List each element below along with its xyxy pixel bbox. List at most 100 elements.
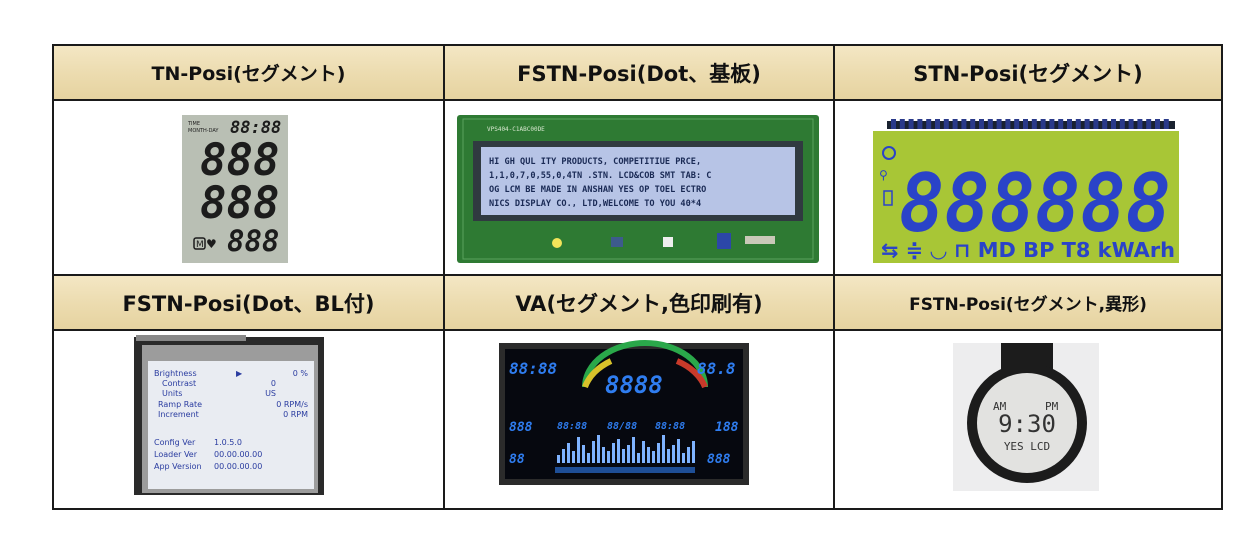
va-bar <box>567 443 570 463</box>
va-bar <box>677 439 680 463</box>
menu-contrast-value: 0 <box>271 379 276 388</box>
va-mid-a: 88:88 <box>557 421 587 432</box>
header-tn-posi-segment: TN-Posi(セグメント) <box>54 46 445 101</box>
menu-increment-value: 0 RPM <box>283 410 308 419</box>
battery-icon <box>883 190 893 206</box>
va-bar <box>682 453 685 463</box>
menu-brightness-value: 0 % <box>293 369 309 378</box>
stn-segment-lcd-photo: ⚲ 888888 ⇆ ≑ ◡ ⊓ MD BP T8 kWArh <box>835 101 1221 276</box>
tn-small-digits: 888 <box>227 224 279 258</box>
stn-pin <box>961 119 967 129</box>
stn-pin <box>1128 119 1134 129</box>
stn-pin <box>1075 119 1081 129</box>
info-app-label: App Version <box>154 462 202 471</box>
menu-contrast-label: Contrast <box>162 379 196 388</box>
stn-pin <box>1049 119 1055 129</box>
stn-pin <box>1093 119 1099 129</box>
va-bar <box>687 447 690 463</box>
va-bar <box>592 441 595 463</box>
stn-pin <box>899 119 905 129</box>
fstn-round-segment-lcd-photo: AM PM 9:30 YES LCD <box>835 331 1221 508</box>
menu-brightness-label: Brightness <box>154 369 197 378</box>
menu-brightness-arrow: ▶ <box>236 369 243 378</box>
header-stn-posi-segment: STN-Posi(セグメント) <box>835 46 1221 101</box>
va-bar <box>577 437 580 463</box>
stn-icon-row: ⇆ ≑ ◡ ⊓ MD BP T8 kWArh <box>881 238 1175 262</box>
va-bar <box>627 445 630 463</box>
header-va-segment-color: VA(セグメント,色印刷有) <box>445 276 835 331</box>
va-bar <box>632 437 635 463</box>
va-bar <box>597 435 600 463</box>
board-label: VPS404-C1ABC00DE <box>487 126 545 133</box>
info-loader-value: 00.00.00.00 <box>214 450 262 459</box>
fstn-dot-lcd-module-photo: VPS404-C1ABC00DE HI GH QUL ITY PRODUCTS,… <box>445 101 835 276</box>
stn-pin <box>1102 119 1108 129</box>
info-loader-label: Loader Ver <box>154 450 198 459</box>
info-config-label: Config Ver <box>154 438 196 447</box>
va-bar <box>607 451 610 463</box>
lcd-catalog-table: TN-Posi(セグメント) FSTN-Posi(Dot、基板) STN-Pos… <box>52 44 1223 510</box>
va-right-top: 88.8 <box>697 359 736 378</box>
stn-pin <box>1014 119 1020 129</box>
va-bar <box>617 439 620 463</box>
stn-pin <box>1023 119 1028 129</box>
tn-digits-row-1: 888 <box>200 135 279 186</box>
stn-pin <box>1058 119 1064 129</box>
stn-pin <box>1005 119 1011 129</box>
va-bar <box>642 441 645 463</box>
dot-line-1: HI GH QUL ITY PRODUCTS, COMPETITIUE PRCE… <box>489 157 701 167</box>
stn-pin <box>1040 119 1046 129</box>
header-fstn-posi-segment-odd: FSTN-Posi(セグメント,異形) <box>835 276 1221 331</box>
round-am: AM <box>993 400 1007 413</box>
stn-pin <box>943 119 949 129</box>
round-time: 9:30 <box>998 410 1056 438</box>
va-left-top: 88:88 <box>509 359 557 378</box>
stn-pin <box>979 119 984 129</box>
header-fstn-posi-dot-board: FSTN-Posi(Dot、基板) <box>445 46 835 101</box>
stn-pin-strip <box>891 119 1169 129</box>
stn-pin <box>1111 119 1116 129</box>
dot-line-4: NICS DISPLAY CO., LTD,WELCOME TO YOU 40*… <box>489 199 701 209</box>
va-bar <box>622 449 625 463</box>
va-right-mid: 188 <box>715 420 739 435</box>
stn-pin <box>1084 119 1090 129</box>
va-mid-b: 88/88 <box>607 421 637 432</box>
va-bar <box>572 451 575 463</box>
heart-icon: ♥ <box>206 237 217 251</box>
info-app-value: 00.00.00.00 <box>214 462 262 471</box>
va-bar <box>587 453 590 463</box>
va-mid-c: 88:88 <box>655 421 685 432</box>
va-center: 8888 <box>605 371 663 399</box>
va-bar <box>692 441 695 463</box>
stn-pin <box>1137 119 1143 129</box>
va-left-bot: 88 <box>509 452 525 467</box>
va-bar <box>647 447 650 463</box>
bulb-icon: ⚲ <box>879 168 888 182</box>
info-config-value: 1.0.5.0 <box>214 438 242 447</box>
dot-line-3: OG LCM BE MADE IN ANSHAN YES OP TOEL ECT… <box>489 185 706 195</box>
va-bar <box>667 449 670 463</box>
tn-clock-digits: 88:88 <box>230 118 281 138</box>
stn-pin <box>1146 119 1152 129</box>
va-segment-lcd-photo: 88:88 8888 88.8 888 188 88 888 88:88 88/… <box>445 331 835 508</box>
stn-pin <box>1067 119 1072 129</box>
fstn-dot-bl-lcd-photo: Brightness ▶ 0 % Contrast 0 Units US Ram… <box>54 331 445 508</box>
va-bar <box>652 451 655 463</box>
menu-ramp-label: Ramp Rate <box>158 400 202 409</box>
va-bar <box>557 455 560 463</box>
stn-pin <box>996 119 1002 129</box>
tn-segment-lcd-photo: TIME MONTH-DAY 88:88 888 888 M ♥ 888 <box>54 101 445 276</box>
stn-pin <box>1119 119 1125 129</box>
stn-pin <box>1155 119 1160 129</box>
va-bar <box>672 445 675 463</box>
menu-ramp-value: 0 RPM/s <box>276 400 308 409</box>
va-bar <box>657 443 660 463</box>
va-bar <box>637 453 640 463</box>
va-bar <box>612 443 615 463</box>
va-left-mid: 888 <box>509 420 533 435</box>
stn-pin <box>970 119 976 129</box>
stn-x-icon <box>882 146 896 160</box>
header-fstn-posi-dot-bl: FSTN-Posi(Dot、BL付) <box>54 276 445 331</box>
stn-pin <box>935 119 940 129</box>
dot-line-2: 1,1,0,7,0,55,0,4TN .STN. LCD&COB SMT TAB… <box>489 171 711 181</box>
